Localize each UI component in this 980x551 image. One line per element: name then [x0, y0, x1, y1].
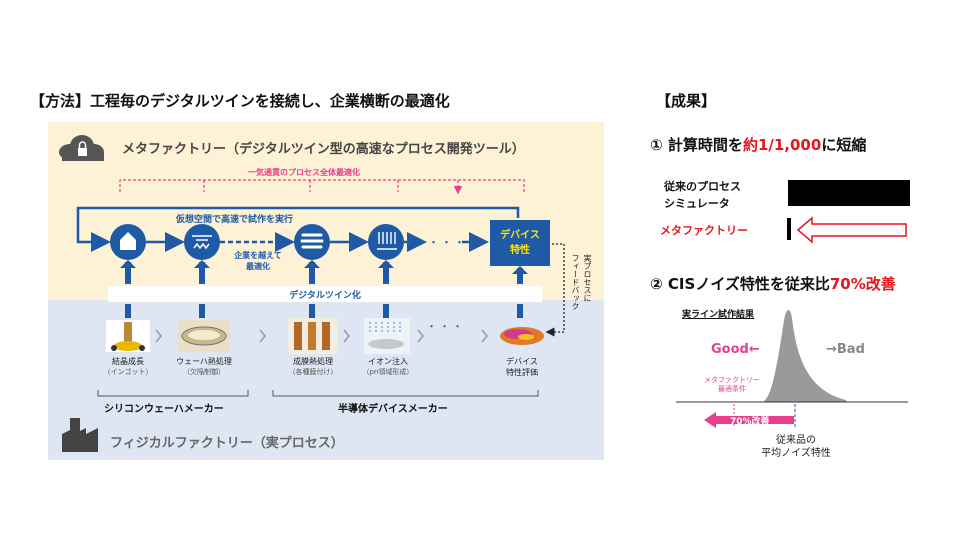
overall-opt-label: 一気通貫のプロセス全体最適化 [248, 168, 360, 177]
cloud-lock-icon [59, 135, 104, 161]
meta-condition-label: メタファクトリー最適条件 [704, 376, 760, 393]
meta-factory-title: メタファクトリー（デジタルツイン型の高速なプロセス開発ツール） [122, 142, 525, 157]
result-heading: 【成果】 [656, 92, 717, 110]
reduction-arrow-icon [796, 216, 907, 244]
meta-factory-diagram: メタファクトリー（デジタルツイン型の高速なプロセス開発ツール） 一気通貫のプロセ… [48, 122, 604, 460]
process-circle-2 [184, 224, 220, 260]
improvement-label: 70%改善 [730, 417, 770, 427]
device-box [490, 220, 550, 266]
average-noise-label: 従来品の平均ノイズ特性 [761, 435, 831, 459]
result1-heading: ① 計算時間を約1/1,000に短縮 [650, 136, 867, 154]
meta-time-bar [787, 218, 791, 240]
distribution-curve [762, 309, 846, 402]
device-char-label: デバイス特性 [500, 230, 540, 256]
conventional-simulator-label: 従来のプロセスシミュレータ [664, 180, 741, 210]
virtual-space-label: 仮想空間で高速で試作を実行 [176, 215, 294, 225]
factory-icon [62, 418, 98, 452]
overall-opt-line [119, 179, 525, 192]
device-eval-image [500, 327, 544, 345]
film-anneal-image [288, 318, 338, 354]
process-circle-3 [294, 224, 330, 260]
loop-line [76, 206, 520, 252]
good-label: Good← [711, 342, 760, 357]
feedback-label: 実プロセスにフィードバック [571, 254, 592, 310]
meta-factory-area [48, 122, 604, 300]
process-wafer-anneal: ウェーハ熱処理（欠陥制御） [176, 357, 232, 376]
conventional-time-bar [788, 180, 910, 206]
process-circle-1 [110, 224, 146, 260]
method-heading: 【方法】工程毎のデジタルツインを接続し、企業横断の最適化 [30, 92, 450, 110]
feedback-line [545, 243, 565, 337]
process-ingot: 結晶成長（インゴット） [103, 357, 153, 376]
silicon-maker-label: シリコンウェーハメーカー [104, 404, 224, 415]
cross-company-label: 企業を越えて最適化 [234, 251, 282, 271]
dots-bottom: ・・・ [426, 320, 465, 333]
dots-top: ・・・ [428, 236, 467, 249]
process-circle-4 [368, 224, 404, 260]
device-maker-label: 半導体デバイスメーカー [338, 404, 448, 415]
process-film-anneal: 成膜熱処理（各種膜付け） [288, 357, 338, 376]
result2-heading: ② CISノイズ特性を従来比70%改善 [650, 275, 896, 293]
improvement-arrow [704, 412, 794, 428]
physical-factory-title: フィジカルファクトリー（実プロセス） [110, 436, 344, 451]
noise-distribution-chart [676, 309, 908, 428]
process-ion-implant: イオン注入（pn領域形成） [362, 357, 414, 376]
process-device-eval: デバイス特性評価 [506, 357, 538, 377]
digital-twin-bar-bg [108, 286, 542, 302]
meta-factory-label: メタファクトリー [660, 224, 748, 237]
bad-label: →Bad [826, 342, 865, 357]
diagram-graphic [48, 122, 604, 460]
wafer-anneal-image [178, 320, 230, 352]
ingot-image [106, 320, 150, 352]
ion-implant-image [364, 318, 410, 354]
digital-twin-label: デジタルツイン化 [289, 291, 361, 301]
chart-title: 実ライン試作結果 [682, 310, 755, 320]
